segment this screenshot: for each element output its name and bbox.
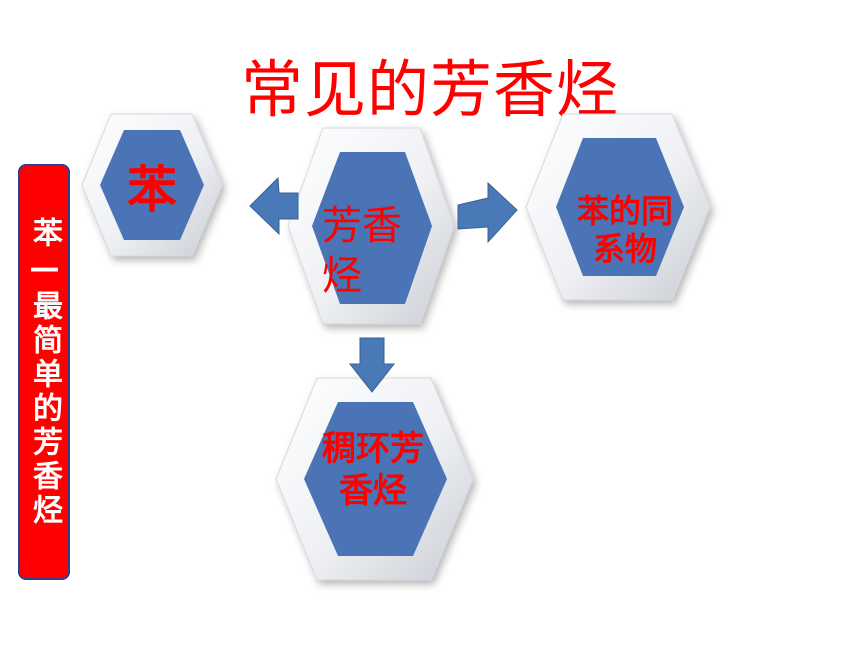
node-label-fused: 稠环芳香烃 bbox=[322, 429, 424, 511]
hex-node-fused bbox=[275, 377, 474, 581]
node-label-benzene: 苯 bbox=[127, 161, 177, 219]
node-label-center: 芳香烃 bbox=[322, 203, 402, 299]
arrow-left bbox=[249, 176, 299, 236]
arrow-down bbox=[348, 337, 396, 393]
hex-node-homolog bbox=[525, 113, 711, 301]
side-note-banner: 苯—最简单的芳香烃 bbox=[18, 164, 70, 580]
arrow-right bbox=[457, 181, 518, 244]
side-note-text: 苯—最简单的芳香烃 bbox=[27, 216, 62, 528]
hex-node-center bbox=[287, 127, 455, 325]
page-title: 常见的芳香烃 bbox=[240, 53, 619, 126]
node-label-homolog: 苯的同系物 bbox=[576, 192, 673, 268]
hex-node-benzene bbox=[81, 113, 223, 257]
